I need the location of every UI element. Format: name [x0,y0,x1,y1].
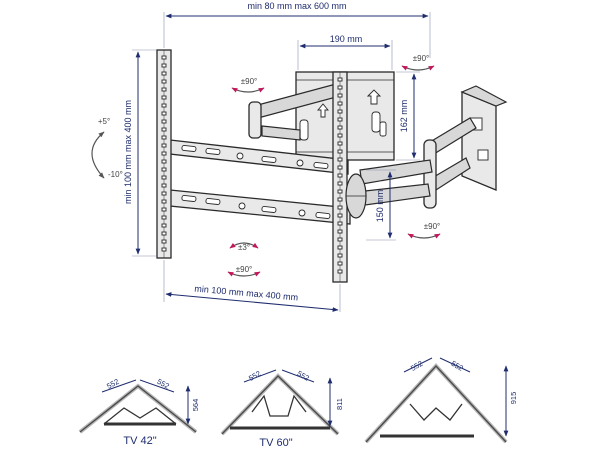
swivel-top-left-label: ±90° [241,77,258,86]
rail-hole [337,237,343,242]
corner-60-caption: TV 60" [259,437,292,449]
dim-bottom-width: min 100 mm max 400 mm [194,283,299,302]
rail-hole [337,101,343,106]
corner-60-dim-left: 552 [247,369,262,383]
rail-hole [337,181,343,186]
rail-hole [161,247,167,252]
rail-hole [337,85,343,90]
right-rail [332,71,348,283]
rail-hole [337,77,343,82]
left-rail [156,49,172,259]
tv-rails [169,139,351,225]
rail-hole [337,261,343,266]
dim-arm-offset: 150 mm [375,190,385,223]
swivel-top-right-label: ±90° [413,54,430,63]
dim-arm-width: 190 mm [330,34,363,44]
rail-hole [161,199,167,204]
corner-42-caption: TV 42" [123,435,156,447]
rail-hole [337,165,343,170]
dim-left-height: min 100 mm max 400 mm [123,100,133,204]
rail-hole [337,221,343,226]
center-pivot [345,173,367,219]
rail-hole [161,87,167,92]
rotation-indicators: +5° -10° ±90° ±90° ±90° ±3° ±90° [91,54,441,277]
corner-3-depth: 915 [509,392,518,405]
rail-hole [337,93,343,98]
corner-42-dim-right: 552 [156,377,171,391]
rail-hole [337,205,343,210]
rail-hole [337,117,343,122]
tilt-down-label: -10° [108,170,123,179]
rail-hole [161,183,167,188]
rail-hole [161,71,167,76]
dim-top-width: min 80 mm max 600 mm [247,1,346,11]
rail-hole [337,149,343,154]
swivel-bottom-label: ±90° [236,265,253,274]
swivel-right-label: ±90° [424,222,441,231]
rail-hole [337,189,343,194]
corner-60-depth: 811 [335,398,344,410]
side-hinge [355,85,508,209]
corner-view-42: 552 552 564 TV 42" [78,377,200,447]
rail-hole [337,229,343,234]
dimensions: min 80 mm max 600 mm 190 mm 162 mm 150 m… [123,1,431,312]
tilt-up-label: +5° [98,117,110,126]
corner-42-depth: 564 [191,399,200,412]
rail-hole [161,239,167,244]
rail-hole [161,95,167,100]
rail-hole [161,215,167,220]
mount-drawing [156,49,508,283]
corner-60-dim-right: 552 [296,369,311,383]
rail-hole [161,79,167,84]
rail-hole [337,125,343,130]
corner-42-dim-left: 552 [105,377,120,391]
upper-arm [248,83,341,141]
rail-hole [337,253,343,258]
rail-hole [161,175,167,180]
rail-hole [337,173,343,178]
rail-hole [161,55,167,60]
rail-hole [161,231,167,236]
corner-3-dim-right: 552 [450,359,465,373]
rail-hole [337,157,343,162]
rail-hole [161,207,167,212]
rail-hole [337,109,343,114]
rail-hole [161,167,167,172]
dim-plate-height: 162 mm [399,100,409,133]
corner-view-60: 552 552 811 TV 60" [220,369,344,449]
rail-hole [161,151,167,156]
rail-hole [337,133,343,138]
rail-hole [161,223,167,228]
rail-hole [161,135,167,140]
rail-hole [337,269,343,274]
rail-hole [161,143,167,148]
corner-view-3: 552 552 915 [364,357,518,444]
rail-hole [161,103,167,108]
rail-hole [161,119,167,124]
corner-3-dim-left: 552 [409,359,424,373]
rail-hole [337,245,343,250]
rail-hole [337,141,343,146]
rail-hole [337,213,343,218]
rail-hole [161,191,167,196]
rail-hole [161,63,167,68]
rail-hole [161,127,167,132]
rail-hole [161,111,167,116]
rail-hole [337,197,343,202]
level-label: ±3° [238,243,250,252]
rail-hole [161,159,167,164]
